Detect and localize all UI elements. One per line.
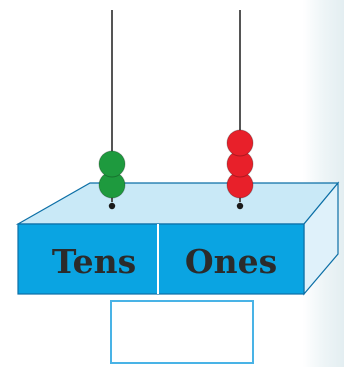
tens-beads [98, 150, 126, 199]
tens-rod-group [98, 10, 126, 210]
tens-rod-peg [108, 202, 116, 210]
ones-rod-peg [236, 202, 244, 210]
tens-label: Tens [52, 242, 136, 281]
ones-label: Ones [185, 242, 277, 281]
abacus-box-top [15, 182, 340, 225]
ones-beads [226, 129, 254, 199]
abacus-box-front [17, 223, 305, 295]
ones-bead [226, 129, 254, 157]
ones-rod-group [226, 10, 254, 210]
tens-bead [98, 150, 126, 178]
answer-box[interactable] [110, 300, 254, 364]
